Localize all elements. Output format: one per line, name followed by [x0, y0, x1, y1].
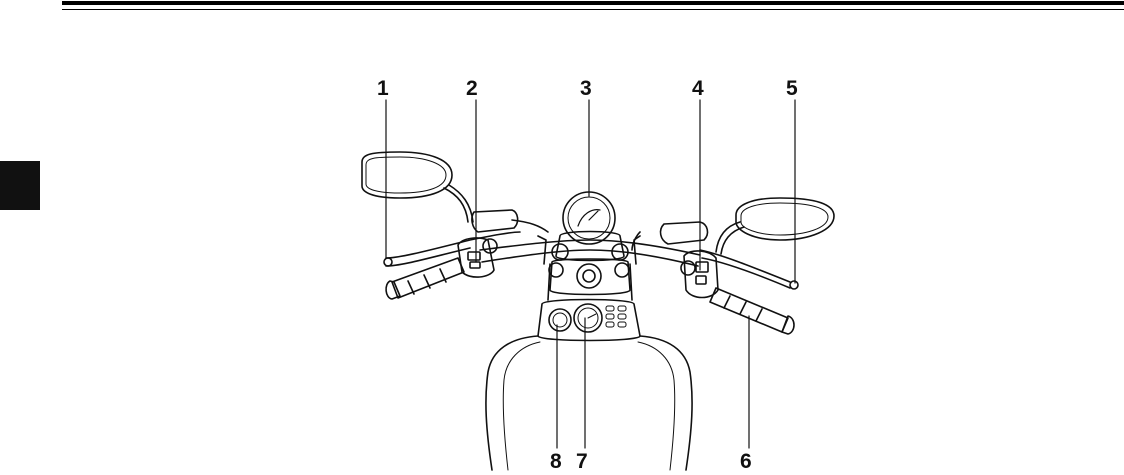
right-mirror: [716, 198, 834, 254]
right-grip: [710, 288, 794, 334]
speedometer-top: [563, 192, 615, 244]
right-reservoir: [632, 222, 707, 250]
leader-lines: [386, 100, 795, 448]
left-mirror: [362, 152, 473, 222]
fuel-tank: [486, 336, 692, 470]
left-reservoir: [472, 210, 548, 232]
dash-panel: [538, 300, 640, 341]
